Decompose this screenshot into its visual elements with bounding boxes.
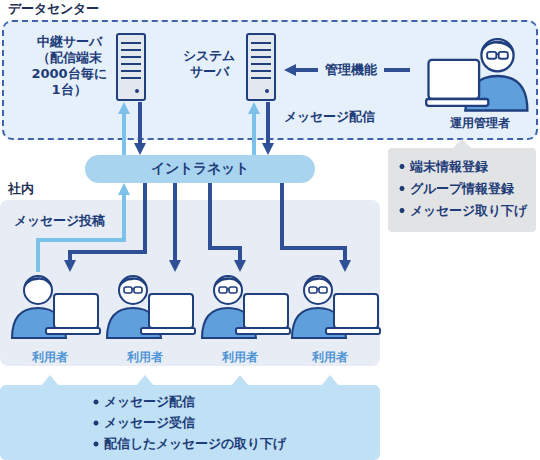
user-figure: [107, 276, 195, 338]
server-icon: [117, 34, 145, 100]
connector-arrow: [138, 102, 142, 147]
node-label: 利用者: [100, 350, 190, 365]
user-figure: [202, 276, 290, 338]
network-pill: イントラネット: [85, 155, 315, 183]
node-label: 中継サーバ （配信端末 2000台毎に 1台）: [22, 34, 116, 97]
server-icon: [247, 34, 275, 100]
bullet-item: メッセージ受信: [92, 415, 372, 431]
server-node: システム サーバ: [172, 30, 284, 102]
region-box: 中継サーバ （配信端末 2000台毎に 1台）システム サーバ運用管理者データセ…: [2, 20, 538, 140]
bullet-item: 端末情報登録: [398, 159, 534, 174]
callout-box: メッセージ配信メッセージ受信配信したメッセージの取り下げ: [0, 385, 380, 460]
connector-arrow: [266, 102, 270, 147]
node-label: 利用者: [5, 350, 95, 365]
callout-pointer: [136, 375, 154, 386]
admin-node: 運用管理者: [410, 28, 538, 136]
node-label: 社内: [8, 181, 108, 197]
bullet-item: メッセージ取り下げ: [398, 203, 534, 218]
region-box: 利用者利用者利用者利用者社内: [0, 200, 380, 366]
node-label: 利用者: [195, 350, 285, 365]
connector-arrow: [292, 68, 410, 72]
callout-box: 端末情報登録グループ情報登録メッセージ取り下げ: [388, 148, 536, 232]
connector-arrow: [210, 183, 240, 264]
connector-arrow: [252, 110, 256, 155]
user-node: 利用者: [195, 272, 285, 366]
node-label: システム サーバ: [172, 48, 246, 80]
connector-arrow: [38, 191, 124, 272]
bullet-item: 配信したメッセージの取り下げ: [92, 436, 372, 452]
node-label: イントラネット: [85, 160, 315, 177]
callout-pointer: [231, 375, 249, 386]
callout-pointer: [321, 375, 339, 386]
connector-arrow: [173, 183, 177, 264]
node-label: データセンター: [8, 1, 208, 17]
user-figure: [292, 276, 380, 338]
bullet-item: グループ情報登録: [398, 181, 534, 196]
server-node: 中継サーバ （配信端末 2000台毎に 1台）: [22, 30, 154, 102]
user-figure: [12, 276, 100, 338]
node-label: 利用者: [285, 350, 375, 365]
user-node: 利用者: [5, 272, 95, 366]
connector-arrow: [282, 183, 345, 264]
callout-pointer: [452, 139, 472, 149]
user-node: 利用者: [285, 272, 375, 366]
node-label: 運用管理者: [430, 116, 530, 131]
connector-arrow: [70, 183, 145, 264]
admin-figure: [426, 39, 527, 110]
connector-arrow: [122, 110, 126, 155]
bullet-item: メッセージ配信: [92, 394, 372, 410]
user-node: 利用者: [100, 272, 190, 366]
callout-pointer: [41, 375, 59, 386]
